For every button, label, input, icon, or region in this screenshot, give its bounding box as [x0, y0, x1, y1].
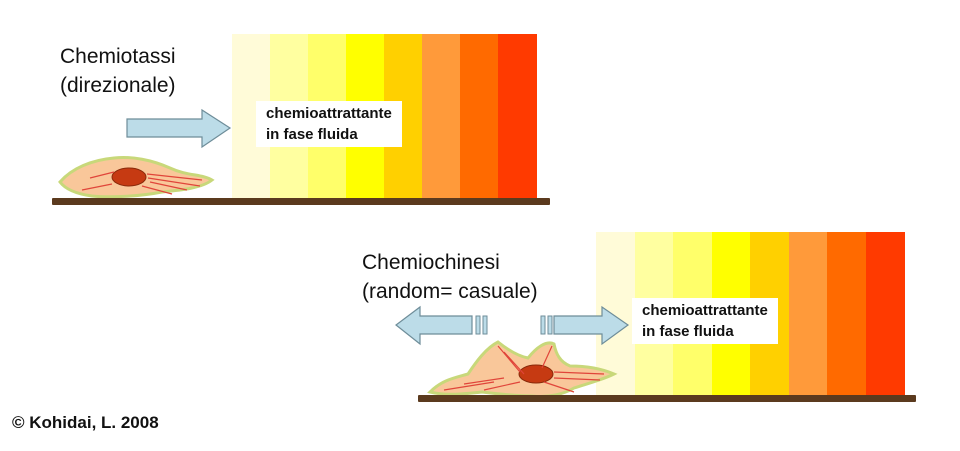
gradient-band [827, 232, 867, 397]
chemoattractant-label-line2: in fase fluida [642, 323, 734, 340]
copyright-credit: © Kohidai, L. 2008 [12, 413, 159, 432]
gradient-band [788, 232, 828, 397]
gradient-band [865, 232, 905, 397]
chemotaxis-title: Chemiotassi (direzionale) [60, 42, 176, 100]
migrating-cell-star [427, 340, 618, 398]
direction-arrow-left [395, 305, 488, 346]
chemoattractant-label-line2: in fase fluida [266, 126, 358, 143]
gradient-band [498, 34, 537, 200]
chemoattractant-label-line1: chemioattrattante [266, 105, 392, 122]
chemotaxis-title-line2: (direzionale) [60, 74, 176, 97]
chemoattractant-label-line1: chemioattrattante [642, 302, 768, 319]
cell-nucleus [518, 364, 554, 384]
chemotaxis-title-line1: Chemiotassi [60, 45, 176, 68]
chemoattractant-label: chemioattrattante in fase fluida [256, 101, 402, 147]
chemokinesis-title-line1: Chemiochinesi [362, 251, 500, 274]
direction-arrow-right [540, 305, 630, 346]
chemoattractant-label: chemioattrattante in fase fluida [632, 298, 778, 344]
gradient-band [460, 34, 499, 200]
direction-arrow-right [126, 108, 232, 149]
cell-nucleus [111, 167, 147, 187]
gradient-band [422, 34, 461, 200]
chemokinesis-title: Chemiochinesi (random= casuale) [362, 248, 538, 306]
substrate-surface [418, 395, 916, 402]
chemokinesis-title-line2: (random= casuale) [362, 280, 538, 303]
migrating-cell-elongated [58, 156, 215, 199]
substrate-surface [52, 198, 550, 205]
